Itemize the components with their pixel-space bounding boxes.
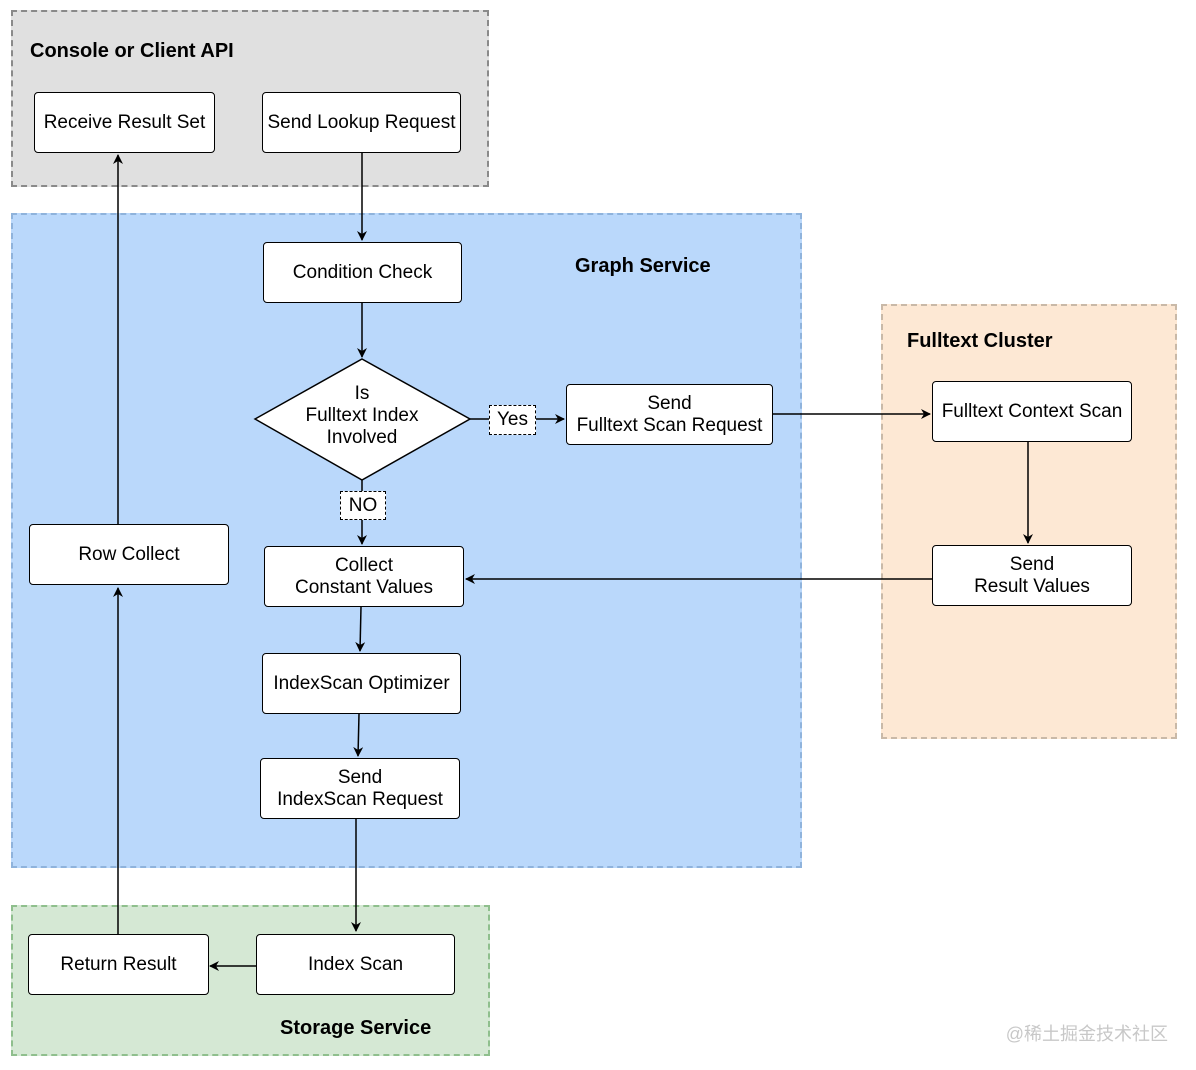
storage-service-title: Storage Service — [280, 1017, 432, 1039]
fulltext-context-scan-label: Fulltext Context Scan — [941, 400, 1123, 422]
watermark: @稀土掘金技术社区 — [1005, 1024, 1168, 1044]
graph-service-title: Graph Service — [575, 255, 711, 277]
collect-constant-values-node: Collect Constant Values — [264, 546, 464, 607]
indexscan-optimizer-label: IndexScan Optimizer — [273, 672, 450, 694]
fulltext-cluster-region — [881, 304, 1177, 739]
indexscan-optimizer-node: IndexScan Optimizer — [262, 653, 461, 714]
return-result-node: Return Result — [28, 934, 209, 995]
send-fulltext-scan-request-node: Send Fulltext Scan Request — [566, 384, 773, 445]
return-result-label: Return Result — [60, 953, 177, 975]
fulltext-cluster-title: Fulltext Cluster — [907, 330, 1053, 352]
receive-result-set-label: Receive Result Set — [43, 111, 206, 133]
index-scan-node: Index Scan — [256, 934, 455, 995]
yes-edge-label: Yes — [489, 405, 536, 435]
console-region-title: Console or Client API — [30, 40, 234, 62]
send-indexscan-request-node: Send IndexScan Request — [260, 758, 460, 819]
send-indexscan-request-label: Send IndexScan Request — [277, 766, 443, 810]
edge-optimizer-to-indexscan-request — [353, 713, 364, 757]
send-fulltext-scan-request-label: Send Fulltext Scan Request — [576, 392, 763, 436]
send-lookup-request-label: Send Lookup Request — [267, 111, 456, 133]
condition-check-node: Condition Check — [263, 242, 462, 303]
send-lookup-request-node: Send Lookup Request — [262, 92, 461, 153]
no-edge-label: NO — [340, 491, 386, 520]
receive-result-set-node: Receive Result Set — [34, 92, 215, 153]
fulltext-context-scan-node: Fulltext Context Scan — [932, 381, 1132, 442]
row-collect-node: Row Collect — [29, 524, 229, 585]
index-scan-label: Index Scan — [307, 953, 404, 975]
decision-label: Is Fulltext Index Involved — [305, 383, 419, 448]
row-collect-label: Row Collect — [78, 543, 180, 565]
send-result-values-label: Send Result Values — [974, 553, 1090, 597]
collect-constant-values-label: Collect Constant Values — [294, 554, 433, 598]
condition-check-label: Condition Check — [292, 261, 433, 283]
send-result-values-node: Send Result Values — [932, 545, 1132, 606]
edge-collect-to-optimizer — [355, 606, 366, 652]
decision-diamond — [253, 358, 472, 481]
